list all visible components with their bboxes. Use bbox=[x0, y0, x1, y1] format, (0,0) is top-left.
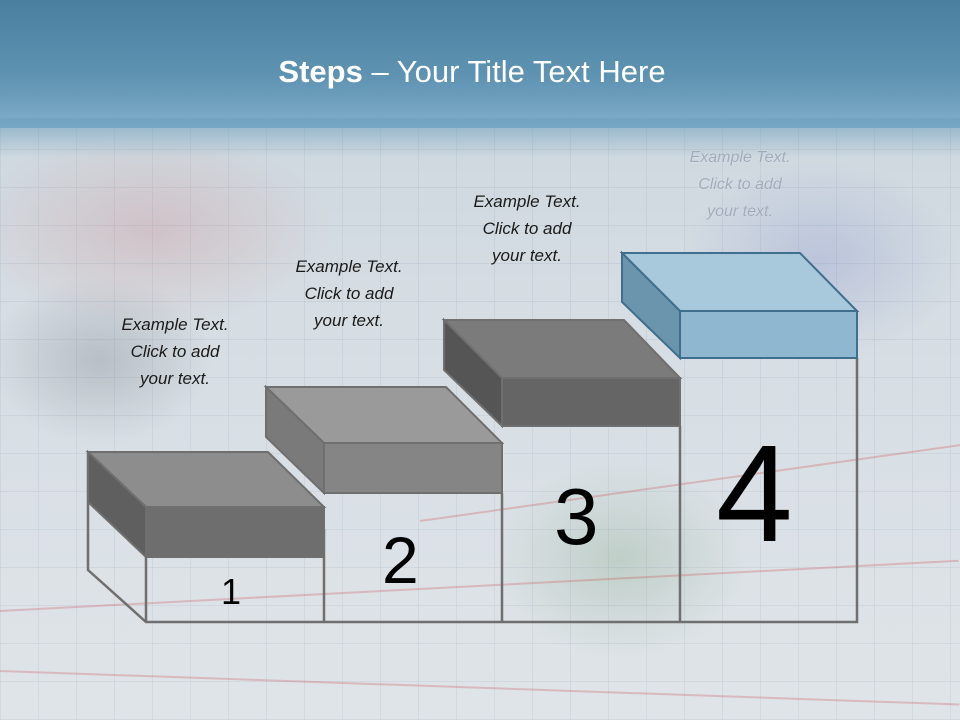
title-bar bbox=[0, 0, 960, 128]
step-4-caption[interactable]: Example Text. Click to add your text. bbox=[650, 144, 830, 225]
caption-line: Example Text. bbox=[295, 257, 403, 276]
step-2-caption[interactable]: Example Text. Click to add your text. bbox=[259, 253, 439, 334]
caption-line: your text. bbox=[492, 246, 562, 265]
title-bar-fade bbox=[0, 118, 960, 158]
title-rest-text: – Your Title Text Here bbox=[362, 54, 666, 89]
caption-line: Example Text. bbox=[473, 192, 581, 211]
step-2-number: 2 bbox=[382, 523, 419, 597]
caption-line: Click to add bbox=[304, 284, 394, 303]
step-4-box[interactable] bbox=[619, 250, 860, 361]
caption-line: Click to add bbox=[482, 219, 572, 238]
title-bold-text: Steps bbox=[278, 54, 363, 89]
caption-line: your text. bbox=[140, 369, 210, 388]
caption-line: Example Text. bbox=[121, 315, 229, 334]
caption-line: your text. bbox=[314, 311, 384, 330]
caption-line: Example Text. bbox=[689, 149, 791, 166]
step-1-box[interactable] bbox=[85, 449, 327, 560]
step-4-number: 4 bbox=[716, 417, 793, 571]
caption-line: Click to add bbox=[130, 342, 220, 361]
caption-line: your text. bbox=[707, 203, 773, 220]
step-3-box[interactable] bbox=[441, 317, 683, 429]
caption-line: Click to add bbox=[698, 176, 782, 193]
step-1-number: 1 bbox=[221, 571, 242, 612]
step-3-caption[interactable]: Example Text. Click to add your text. bbox=[437, 188, 617, 269]
step-3-number: 3 bbox=[554, 472, 599, 561]
step-1-caption[interactable]: Example Text. Click to add your text. bbox=[85, 311, 265, 392]
step-2-box[interactable] bbox=[263, 384, 505, 496]
slide-title[interactable]: Steps – Your Title Text Here bbox=[0, 54, 944, 90]
